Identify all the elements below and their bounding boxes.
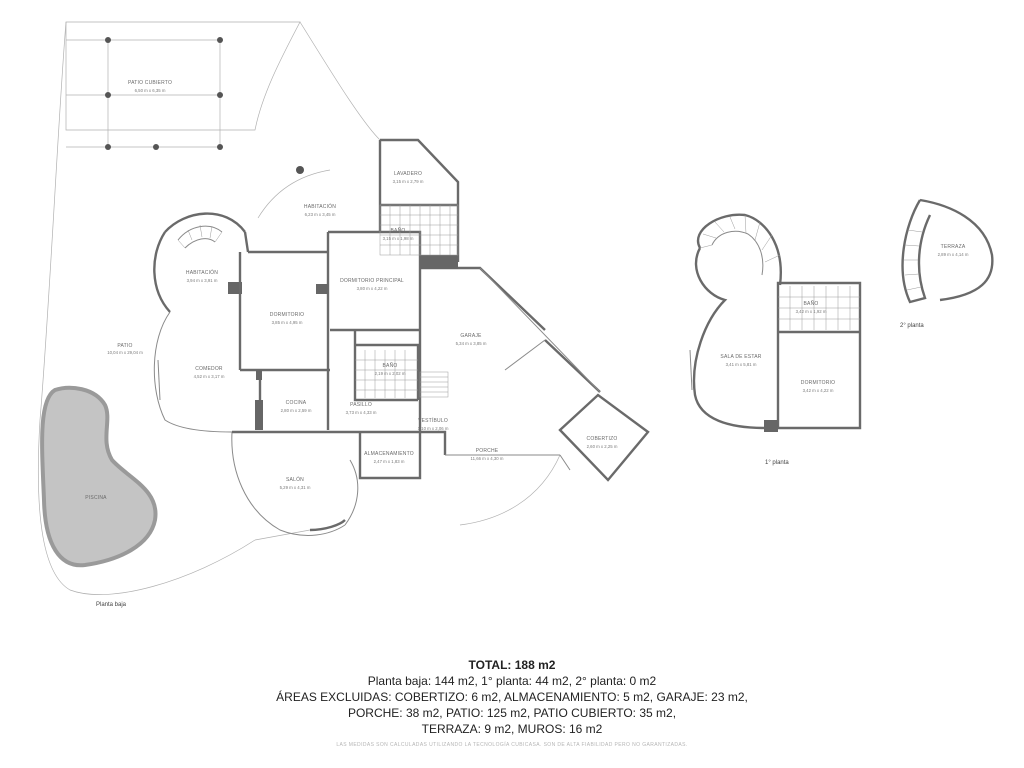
room-terraza-dim: 2,89 m x 4,14 m bbox=[938, 252, 969, 257]
room-cobertizo-dim: 2,60 m x 2,25 m bbox=[587, 444, 618, 449]
patio-boundary-top bbox=[299, 21, 381, 141]
area-summary: TOTAL: 188 m2 Planta baja: 144 m2, 1° pl… bbox=[0, 657, 1024, 737]
room-almacenamiento-name: ALMACENAMIENTO bbox=[364, 451, 414, 457]
summary-floors: Planta baja: 144 m2, 1° planta: 44 m2, 2… bbox=[367, 674, 657, 688]
ground-walls bbox=[232, 138, 601, 480]
room-comedor-name: COMEDOR bbox=[195, 366, 223, 372]
summary-excluded-1: ÁREAS EXCLUIDAS: COBERTIZO: 6 m2, ALMACE… bbox=[276, 690, 748, 704]
room-dormitorio-principal-dim: 3,80 m x 4,22 m bbox=[357, 286, 388, 291]
room-porche-dim: 11,66 m x 4,30 m bbox=[471, 456, 504, 461]
room-bano-p1-name: BAÑO bbox=[804, 300, 819, 307]
floor-plan: PATIO CUBIERTO 6,50 m x 6,35 m LAVADERO … bbox=[37, 21, 994, 608]
room-bano-mid-dim: 2,19 m x 2,02 m bbox=[375, 371, 406, 376]
room-vestibulo-name: VESTÍBULO bbox=[418, 417, 448, 424]
room-bano-mid-name: BAÑO bbox=[383, 362, 398, 369]
room-dormitorio-p1-name: DORMITORIO bbox=[801, 380, 835, 386]
pool bbox=[40, 385, 158, 568]
summary-excluded-2: PORCHE: 38 m2, PATIO: 125 m2, PATIO CUBI… bbox=[347, 706, 677, 720]
room-terraza-name: TERRAZA bbox=[941, 244, 966, 250]
room-dormitorio-p1-dim: 3,42 m x 4,22 m bbox=[803, 388, 834, 393]
room-sala-de-estar-dim: 3,41 m x 5,81 m bbox=[726, 362, 757, 367]
room-bano-top-name: BAÑO bbox=[391, 227, 406, 234]
porch-boundary bbox=[459, 454, 561, 526]
room-habitacion-left-name: HABITACIÓN bbox=[186, 269, 218, 276]
patio-columns bbox=[105, 37, 304, 174]
room-comedor-dim: 4,52 m x 3,17 m bbox=[194, 374, 225, 379]
room-vestibulo-dim: 1,10 m x 2,06 m bbox=[418, 426, 449, 431]
first-floor-plan: BAÑO 3,42 m x 1,92 m SALA DE ESTAR 3,41 … bbox=[689, 213, 862, 466]
room-bano-p1-dim: 3,42 m x 1,92 m bbox=[796, 309, 827, 314]
summary-excluded-3: TERRAZA: 9 m2, MUROS: 16 m2 bbox=[421, 722, 603, 736]
room-cocina-name: COCINA bbox=[286, 400, 307, 406]
room-dormitorio-principal-name: DORMITORIO PRINCIPAL bbox=[340, 278, 404, 284]
room-patio-cubierto-dim: 6,50 m x 6,35 m bbox=[135, 88, 166, 93]
room-almacenamiento-dim: 2,47 m x 1,83 m bbox=[374, 459, 405, 464]
room-dormitorio-name: DORMITORIO bbox=[270, 312, 304, 318]
second-floor-plan: TERRAZA 2,89 m x 4,14 m 2° planta bbox=[900, 198, 994, 329]
patio-boundary-bottom bbox=[254, 529, 311, 541]
room-garaje-name: GARAJE bbox=[460, 333, 482, 339]
room-cocina-dim: 2,80 m x 2,59 m bbox=[281, 408, 312, 413]
patio-boundary-left bbox=[37, 21, 256, 595]
room-patio-dim: 10,04 m x 29,04 m bbox=[107, 350, 143, 355]
room-bano-top-dim: 3,15 m x 1,98 m bbox=[383, 236, 414, 241]
disclaimer: LAS MEDIDAS SON CALCULADAS UTILIZANDO LA… bbox=[336, 742, 688, 748]
room-garaje-dim: 5,34 m x 3,85 m bbox=[456, 341, 487, 346]
ground-floor-plan: PATIO CUBIERTO 6,50 m x 6,35 m LAVADERO … bbox=[37, 21, 650, 608]
room-pasillo-name: PASILLO bbox=[350, 402, 372, 408]
room-habitacion-left-dim: 3,94 m x 3,91 m bbox=[187, 278, 218, 283]
room-salon-name: SALÓN bbox=[286, 476, 304, 483]
room-pasillo-dim: 3,73 m x 4,33 m bbox=[346, 410, 377, 415]
floor-label-primera: 1° planta bbox=[765, 460, 789, 466]
room-lavadero-dim: 3,15 m x 2,79 m bbox=[393, 179, 424, 184]
room-patio-cubierto-name: PATIO CUBIERTO bbox=[128, 80, 172, 86]
room-salon-dim: 5,29 m x 4,31 m bbox=[280, 485, 311, 490]
habitacion-curve bbox=[257, 169, 331, 219]
room-cobertizo-name: COBERTIZO bbox=[587, 436, 618, 442]
room-patio-name: PATIO bbox=[117, 343, 132, 349]
room-porche-name: PORCHE bbox=[476, 448, 499, 454]
room-piscina-name: PISCINA bbox=[85, 495, 107, 501]
floor-label-baja: Planta baja bbox=[96, 602, 127, 608]
floor-label-segunda: 2° planta bbox=[900, 323, 924, 329]
room-habitacion-top-dim: 6,23 m x 3,45 m bbox=[305, 212, 336, 217]
patio-cubierto-boundary bbox=[65, 21, 301, 131]
room-dormitorio-dim: 3,85 m x 4,95 m bbox=[272, 320, 303, 325]
room-habitacion-top-name: HABITACIÓN bbox=[304, 203, 336, 210]
room-lavadero-name: LAVADERO bbox=[394, 171, 422, 177]
room-sala-de-estar-name: SALA DE ESTAR bbox=[720, 354, 761, 360]
total-area: TOTAL: 188 m2 bbox=[468, 658, 556, 672]
